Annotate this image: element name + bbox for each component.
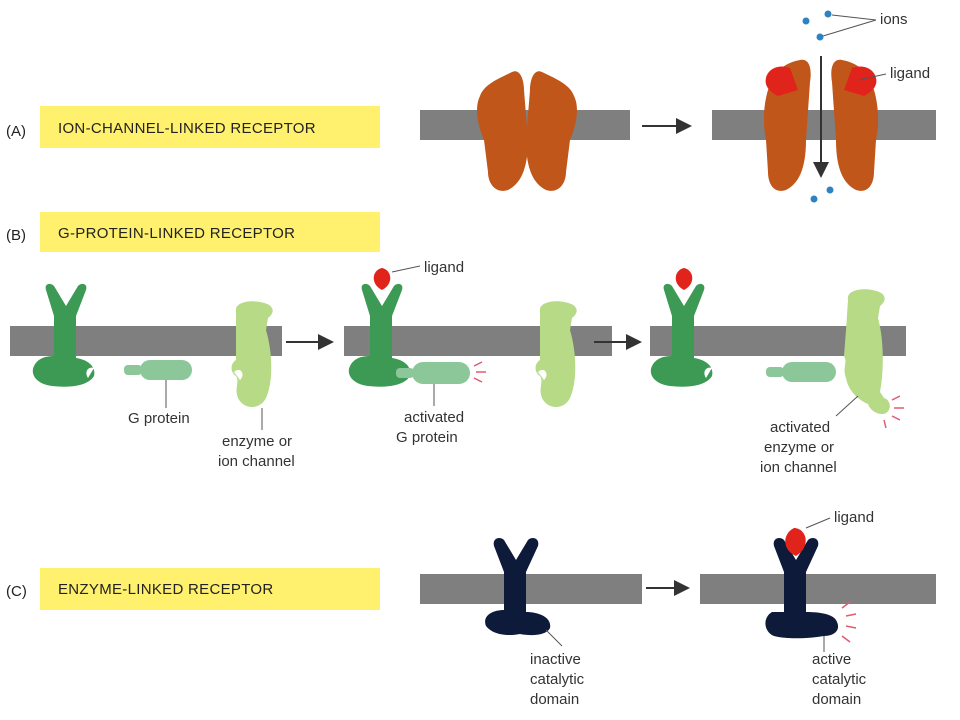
inactive-label-1: inactive (530, 651, 581, 668)
g-protein-label: G protein (128, 410, 190, 427)
section-c-title: ENZYME-LINKED RECEPTOR (58, 581, 274, 598)
enzyme-1 (231, 301, 273, 407)
ligand-a-label: ligand (890, 65, 930, 82)
section-a-title: ION-CHANNEL-LINKED RECEPTOR (58, 120, 316, 137)
ligand-b-label: ligand (424, 259, 464, 276)
activated-g-protein (396, 362, 470, 384)
section-b-highlight (40, 212, 380, 252)
g-protein-1 (124, 360, 192, 380)
enzyme-label-1: enzyme or (222, 433, 292, 450)
gpcr-receptor-2 (348, 283, 411, 387)
section-c: (C) ENZYME-LINKED RECEPTOR inactive cata… (6, 509, 936, 708)
activated-g-label-2: G protein (396, 429, 458, 446)
ligand-b-1 (373, 268, 391, 290)
enzyme-receptor-active (765, 538, 839, 639)
activated-enzyme-label-1: activated (770, 419, 830, 436)
activated-enzyme (844, 289, 890, 414)
inactive-label-2: catalytic (530, 671, 585, 688)
active-label-2: catalytic (812, 671, 867, 688)
section-a-letter: (A) (6, 123, 26, 140)
section-c-letter: (C) (6, 583, 27, 600)
g-protein-3 (766, 362, 836, 382)
section-b: (B) G-PROTEIN-LINKED RECEPTOR G protein … (6, 212, 906, 476)
ligand-a-left (765, 66, 798, 96)
gpcr-receptor-3 (650, 283, 713, 387)
active-label-1: active (812, 651, 851, 668)
section-c-highlight (40, 568, 380, 610)
section-a-highlight (40, 106, 380, 148)
ligand-a-right (844, 66, 877, 96)
gpcr-receptor-1 (32, 283, 95, 387)
enzyme-label-2: ion channel (218, 453, 295, 470)
membrane-a-open (712, 110, 936, 140)
section-a: (A) ION-CHANNEL-LINKED RECEPTOR (6, 10, 936, 203)
activation-ticks-enzyme (883, 395, 904, 429)
section-b-letter: (B) (6, 227, 26, 244)
ion-channel-open (763, 59, 879, 191)
ligand-b-2 (675, 268, 693, 290)
ligand-c-label: ligand (834, 509, 874, 526)
activated-enzyme-label-2: enzyme or (764, 439, 834, 456)
activated-g-label-1: activated (404, 409, 464, 426)
activation-ticks-g (473, 361, 486, 383)
enzyme-2 (535, 301, 577, 407)
ions-label: ions (880, 11, 908, 28)
enzyme-receptor-inactive (485, 538, 551, 636)
membrane-c-1 (420, 574, 642, 604)
inactive-label-3: domain (530, 691, 579, 708)
ions-group (802, 10, 834, 203)
ligand-c (785, 528, 806, 556)
section-b-title: G-PROTEIN-LINKED RECEPTOR (58, 225, 295, 242)
active-label-3: domain (812, 691, 861, 708)
activation-ticks-catalytic (841, 601, 857, 643)
activated-enzyme-label-3: ion channel (760, 459, 837, 476)
membrane-c-2 (700, 574, 936, 604)
ion-channel-closed (477, 71, 577, 191)
